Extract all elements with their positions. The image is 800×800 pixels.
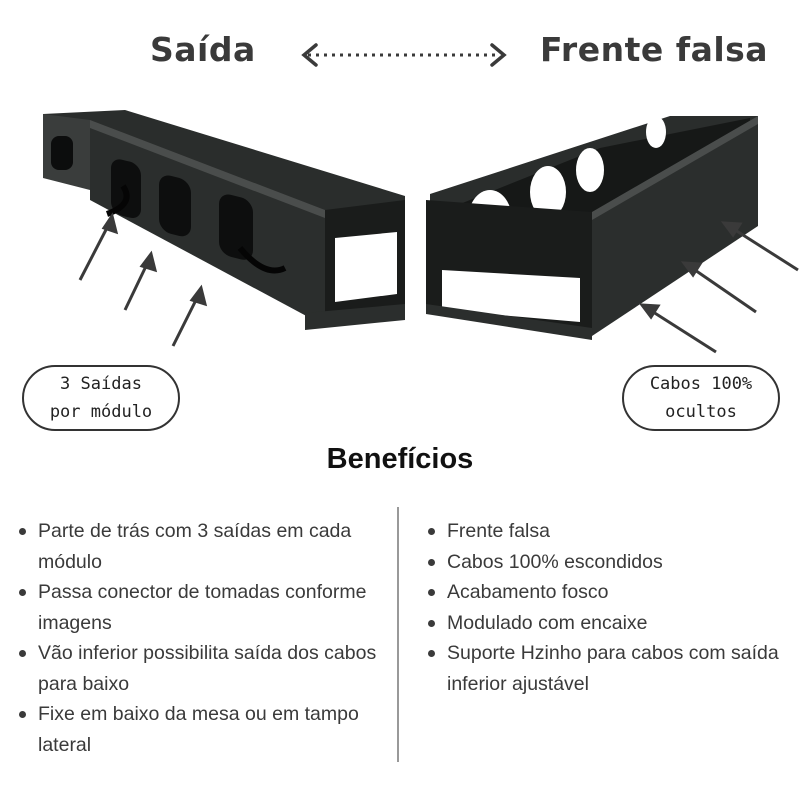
rear-outlets-label-line1: 3 Saídas <box>60 374 142 394</box>
bullet-icon <box>428 558 435 566</box>
left-title: Saída <box>150 30 256 69</box>
pointer-arrows-right <box>638 221 799 354</box>
bullet-icon <box>428 528 435 535</box>
bullet-icon <box>428 589 435 596</box>
rear-outlets-label-line2: por módulo <box>49 402 153 422</box>
list-item: Acabamento fosco <box>425 577 795 608</box>
rear-outlets-label: 3 Saídas por módulo <box>22 365 180 431</box>
list-item: Vão inferior possibilita saída dos cabos… <box>16 638 391 699</box>
benefits-list-left: Parte de trás com 3 saídas em cada módul… <box>16 516 391 760</box>
list-item: Parte de trás com 3 saídas em cada módul… <box>16 516 391 577</box>
bullet-icon <box>19 528 26 535</box>
double-arrow-icon <box>301 43 507 67</box>
hidden-cables-label-line1: Cabos 100% <box>649 374 753 394</box>
list-item: Cabos 100% escondidos <box>425 547 795 578</box>
bullet-icon <box>19 589 26 596</box>
list-item: Passa conector de tomadas conforme image… <box>16 577 391 638</box>
list-item: Modulado com encaixe <box>425 608 795 639</box>
bullet-icon <box>428 650 435 657</box>
bullet-icon <box>19 711 26 718</box>
bullet-icon <box>428 619 435 627</box>
hidden-cables-label-line2: ocultos <box>665 402 737 422</box>
bullet-icon <box>19 650 26 657</box>
pointer-arrows-left <box>78 212 208 347</box>
hidden-cables-label: Cabos 100% ocultos <box>622 365 780 431</box>
false-front-tray-image <box>426 116 758 340</box>
benefits-list-right: Frente falsa Cabos 100% escondidos Acaba… <box>425 516 795 699</box>
column-divider <box>397 507 399 762</box>
list-item: Suporte Hzinho para cabos com saída infe… <box>425 638 795 699</box>
list-item: Fixe em baixo da mesa ou em tampo latera… <box>16 699 391 760</box>
benefits-title: Benefícios <box>326 443 474 475</box>
rear-outlet-tray-image <box>43 110 405 330</box>
right-title: Frente falsa <box>540 30 769 69</box>
list-item: Frente falsa <box>425 516 795 547</box>
